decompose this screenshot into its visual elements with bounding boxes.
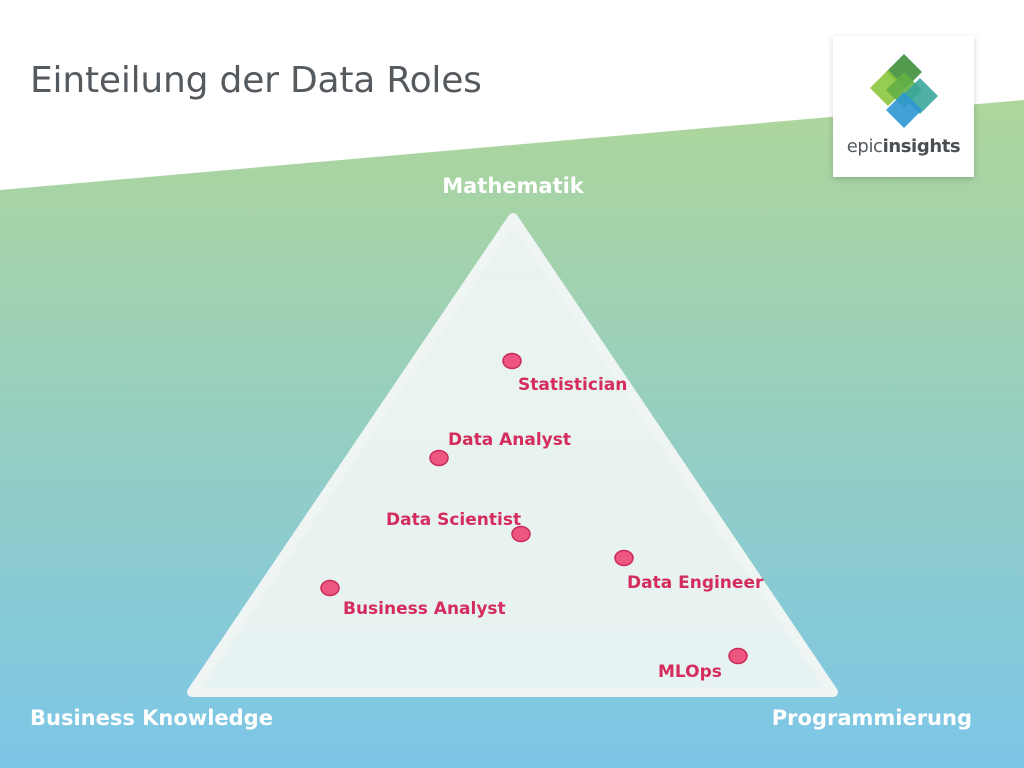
role-marker-data-engineer xyxy=(614,549,634,567)
axis-label-mathematik: Mathematik xyxy=(0,176,1024,197)
role-marker-business-analyst xyxy=(320,579,340,597)
role-label-data-engineer: Data Engineer xyxy=(627,573,764,593)
role-label-statistician: Statistician xyxy=(518,375,627,395)
logo-diamond-icon xyxy=(870,54,938,128)
page-title: Einteilung der Data Roles xyxy=(30,60,482,101)
role-data-engineer: Data Engineer xyxy=(614,549,764,593)
role-marker-data-scientist xyxy=(511,525,531,543)
logo-text-epic: epic xyxy=(846,136,883,157)
role-label-data-scientist: Data Scientist xyxy=(386,510,521,530)
role-label-data-analyst: Data Analyst xyxy=(448,430,571,450)
roles-triangle xyxy=(187,213,838,697)
role-label-business-analyst: Business Analyst xyxy=(343,599,506,619)
axis-label-top-text: Mathematik xyxy=(442,174,584,198)
logo-text-insights: insights xyxy=(882,136,961,157)
logo-wordmark: epicinsights xyxy=(833,136,974,157)
epic-insights-logo: epicinsights xyxy=(833,36,974,177)
role-mlops: MLOps xyxy=(658,647,748,682)
axis-label-programmierung: Programmierung xyxy=(771,706,972,730)
role-marker-statistician xyxy=(502,352,522,370)
role-marker-mlops xyxy=(728,647,748,665)
axis-label-business-knowledge: Business Knowledge xyxy=(30,706,273,730)
role-business-analyst: Business Analyst xyxy=(320,579,506,619)
role-statistician: Statistician xyxy=(502,352,627,395)
role-data-scientist: Data Scientist xyxy=(386,510,531,543)
role-marker-data-analyst xyxy=(429,449,449,467)
role-data-analyst: Data Analyst xyxy=(429,430,571,467)
role-label-mlops: MLOps xyxy=(658,662,722,682)
